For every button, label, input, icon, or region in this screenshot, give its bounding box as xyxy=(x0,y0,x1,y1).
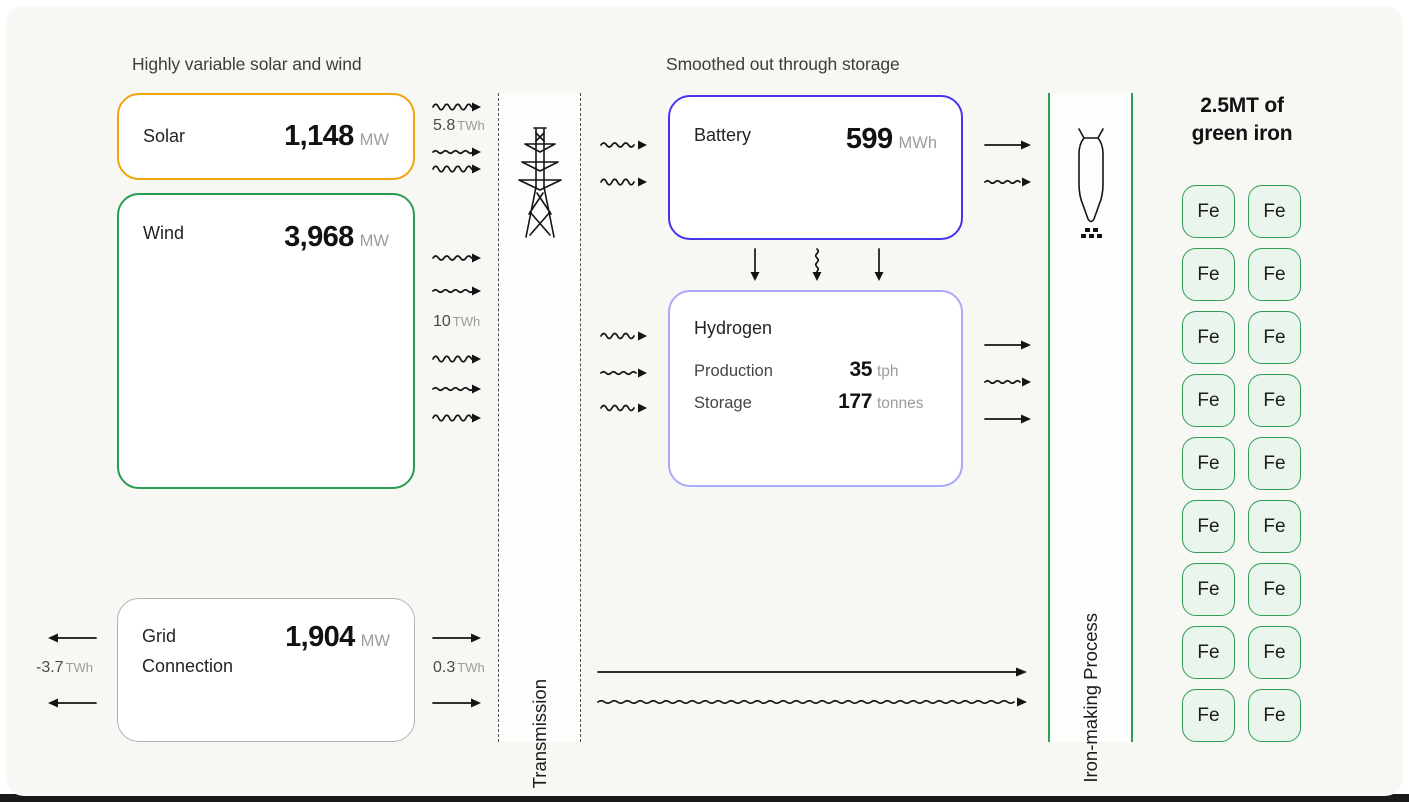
fe-tile: Fe xyxy=(1248,248,1301,301)
fe-tile: Fe xyxy=(1248,185,1301,238)
hydrogen-production-unit: tph xyxy=(877,363,899,380)
fe-tile: Fe xyxy=(1182,626,1235,679)
solar-flow-value: 5.8 xyxy=(433,117,456,134)
wind-flow-arrow-icon xyxy=(432,286,481,296)
hydrogen-production-label: Production xyxy=(694,362,773,380)
fe-tile: Fe xyxy=(1248,689,1301,742)
transmission-to-ironmaking-arrow-icon xyxy=(597,697,1027,707)
solar-flow-unit: TWh xyxy=(457,118,485,133)
grid-label-line2: Connection xyxy=(142,656,234,676)
battery-to-hydrogen-arrow-icon xyxy=(747,248,763,282)
furnace-icon xyxy=(1077,128,1104,238)
battery-to-hydrogen-arrow-icon xyxy=(809,248,825,282)
battery-label: Battery xyxy=(694,125,752,145)
wind-box: Wind 3,968 MW xyxy=(117,193,415,489)
battery-unit: MWh xyxy=(898,134,938,152)
hydrogen-storage-row: Storage 177 tonnes xyxy=(694,387,939,419)
transmission-tower-icon xyxy=(517,127,562,238)
fe-tile: Fe xyxy=(1182,185,1235,238)
solar-flow-arrow-icon xyxy=(432,164,481,174)
battery-box: Battery 599 MWh xyxy=(668,95,963,240)
wind-flow-arrow-icon xyxy=(432,253,481,263)
battery-to-hydrogen-arrow-icon xyxy=(871,248,887,282)
green-iron-title: 2.5MT of green iron xyxy=(1156,92,1328,148)
ironmaking-corridor: Iron-making Process xyxy=(1048,93,1133,783)
wind-value: 3,968 xyxy=(284,221,354,253)
hydrogen-to-ironmaking-arrow-icon xyxy=(984,414,1031,424)
ironmaking-corridor-label: Iron-making Process xyxy=(1079,613,1101,783)
transmission-corridor: Transmission xyxy=(498,93,581,789)
hydrogen-production-value: 35 xyxy=(849,358,872,381)
grid-export-arrow-icon xyxy=(47,630,97,646)
fe-tile: Fe xyxy=(1182,311,1235,364)
grid-import-arrow-icon xyxy=(432,698,481,708)
hydrogen-to-ironmaking-arrow-icon xyxy=(984,377,1031,387)
grid-import-arrow-icon xyxy=(432,633,481,643)
grid-value: 1,904 xyxy=(285,621,355,653)
hydrogen-storage-label: Storage xyxy=(694,394,752,412)
green-iron-title-line2: green iron xyxy=(1191,122,1293,145)
wind-flow-arrow-icon xyxy=(432,384,481,394)
green-iron-title-line1: 2.5MT of xyxy=(1200,94,1284,117)
grid-connection-box: Grid Connection 1,904 MW xyxy=(117,598,415,742)
solar-flow-arrow-icon xyxy=(432,102,481,112)
solar-box: Solar 1,148 MW xyxy=(117,93,415,180)
fe-tile: Fe xyxy=(1248,374,1301,427)
grid-import-value: 0.3 xyxy=(433,659,456,676)
transmission-to-hydrogen-arrow-icon xyxy=(600,403,647,413)
battery-value: 599 xyxy=(845,123,893,155)
fe-tile: Fe xyxy=(1182,374,1235,427)
fe-tile: Fe xyxy=(1182,500,1235,553)
fe-tile: Fe xyxy=(1248,437,1301,490)
grid-label-line1: Grid xyxy=(142,626,177,646)
fe-tile: Fe xyxy=(1248,311,1301,364)
fe-tile: Fe xyxy=(1248,626,1301,679)
wind-label: Wind xyxy=(143,223,185,243)
wind-flow-arrow-icon xyxy=(432,354,481,364)
hydrogen-label: Hydrogen xyxy=(694,318,773,338)
solar-unit: MW xyxy=(359,131,389,149)
bottom-dark-bar xyxy=(0,794,1409,802)
hydrogen-storage-value: 177 xyxy=(838,390,872,413)
fe-tile: Fe xyxy=(1248,563,1301,616)
section-title-variable: Highly variable solar and wind xyxy=(132,54,362,74)
transmission-to-hydrogen-arrow-icon xyxy=(600,368,647,378)
fe-tile: Fe xyxy=(1248,500,1301,553)
grid-unit: MW xyxy=(360,632,390,650)
transmission-to-battery-arrow-icon xyxy=(600,140,647,150)
battery-to-ironmaking-arrow-icon xyxy=(984,177,1031,187)
grid-import-unit: TWh xyxy=(457,660,485,675)
transmission-to-hydrogen-arrow-icon xyxy=(600,331,647,341)
transmission-to-battery-arrow-icon xyxy=(600,177,647,187)
hydrogen-storage-unit: tonnes xyxy=(877,395,924,412)
transmission-to-ironmaking-arrow-icon xyxy=(597,667,1027,677)
hydrogen-production-row: Production 35 tph xyxy=(694,355,939,387)
battery-to-ironmaking-arrow-icon xyxy=(984,140,1031,150)
section-title-smoothed: Smoothed out through storage xyxy=(666,54,900,74)
grid-export-value: -3.7 xyxy=(36,659,64,676)
grid-export-unit: TWh xyxy=(65,660,94,675)
fe-tile: Fe xyxy=(1182,563,1235,616)
fe-tile: Fe xyxy=(1182,689,1235,742)
solar-flow-arrow-icon xyxy=(432,147,481,157)
solar-value: 1,148 xyxy=(284,120,354,152)
hydrogen-to-ironmaking-arrow-icon xyxy=(984,340,1031,350)
wind-flow-unit: TWh xyxy=(452,314,481,329)
fe-tile: Fe xyxy=(1182,248,1235,301)
wind-unit: MW xyxy=(359,232,389,250)
hydrogen-box: Hydrogen Production 35 tph Storage 177 t… xyxy=(668,290,963,487)
transmission-corridor-label: Transmission xyxy=(528,679,550,789)
wind-flow-value: 10 xyxy=(433,313,451,330)
solar-label: Solar xyxy=(143,126,186,146)
wind-flow-arrow-icon xyxy=(432,413,481,423)
grid-export-arrow-icon xyxy=(47,695,97,711)
fe-tile: Fe xyxy=(1182,437,1235,490)
